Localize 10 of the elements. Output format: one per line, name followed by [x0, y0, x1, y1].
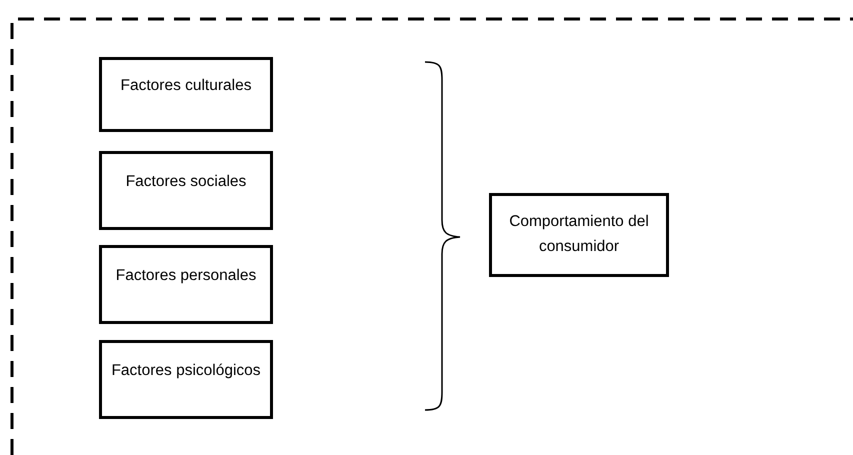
factor-box: [99, 245, 273, 324]
node-label: Comportamiento del consumidor: [509, 212, 649, 257]
node-label: Factores psicológicos: [111, 361, 261, 381]
node-label: Factores personales: [116, 266, 256, 286]
factor-box: [99, 57, 273, 132]
outcome-box: [489, 193, 669, 277]
node-label: Factores culturales: [120, 76, 252, 96]
factor-box: [99, 340, 273, 419]
node-label: Factores sociales: [126, 172, 246, 192]
factor-box: [99, 151, 273, 230]
